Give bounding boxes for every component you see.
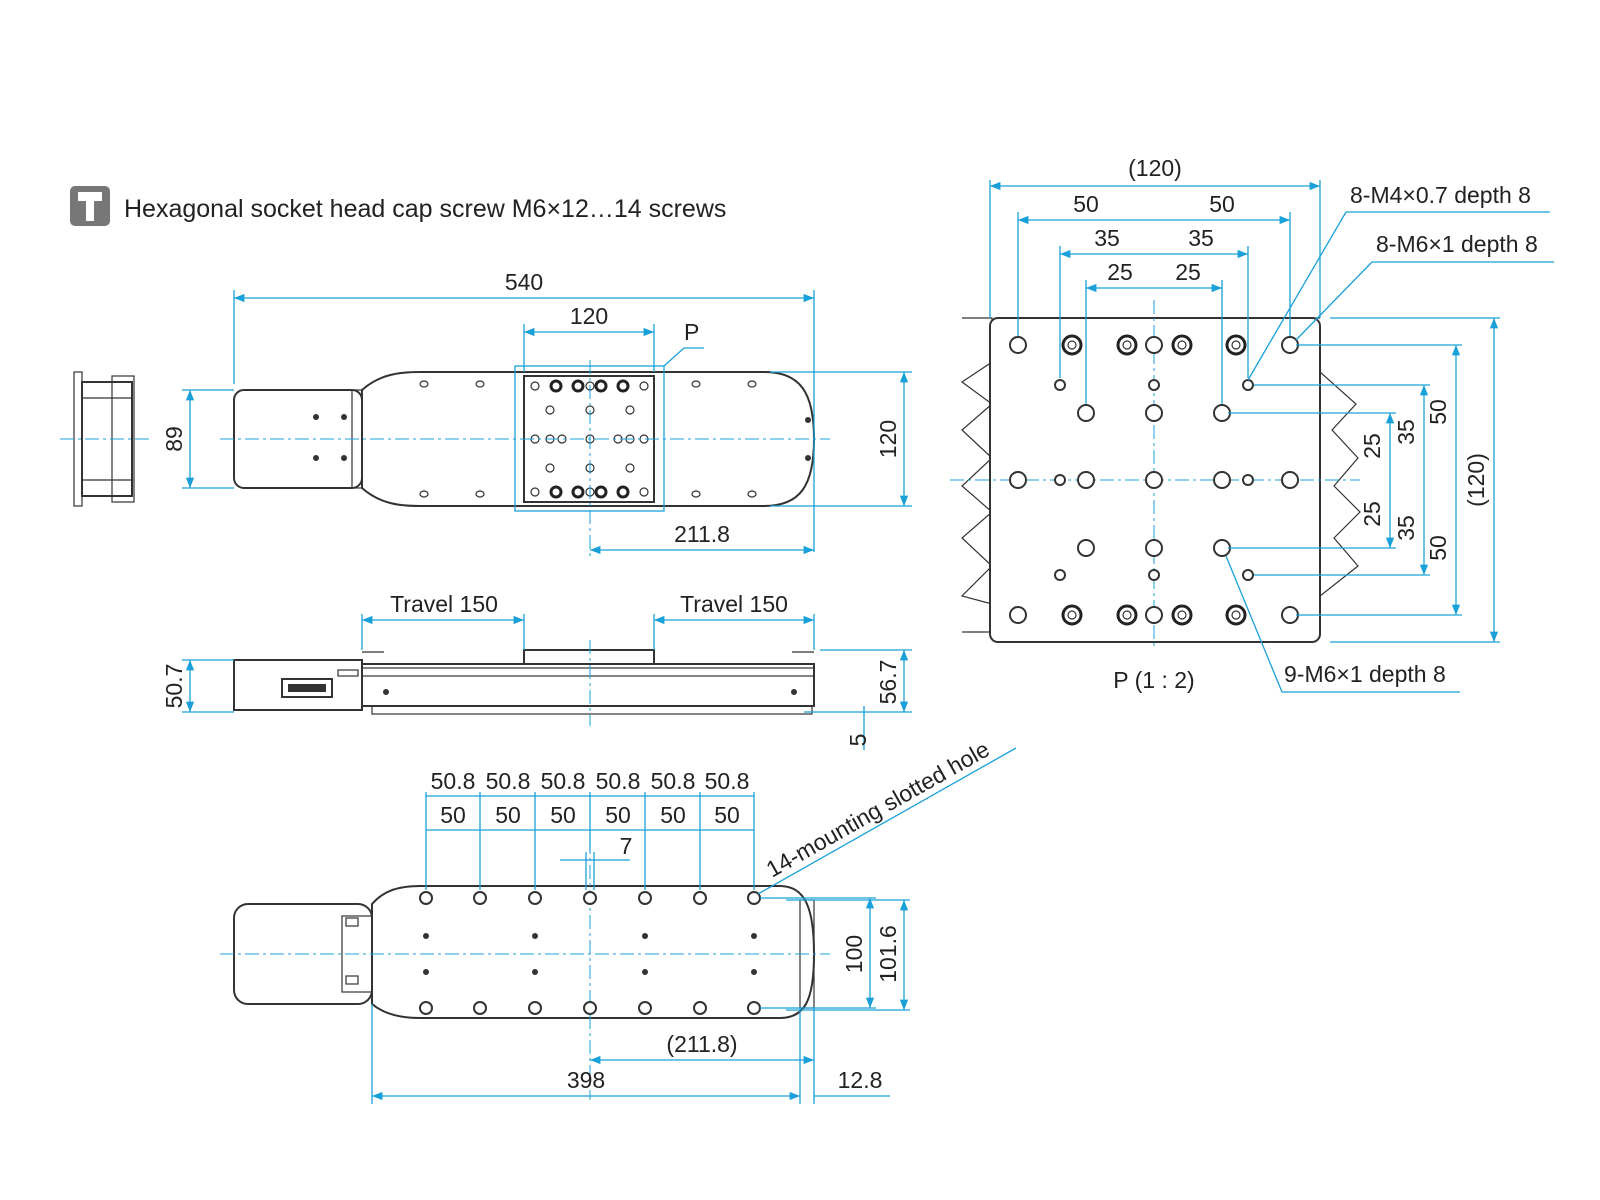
dim-211-8-bottom: (211.8) bbox=[666, 1031, 737, 1057]
pitch-inner-3: 50 bbox=[550, 802, 576, 828]
detail-50-left: 50 bbox=[1073, 191, 1099, 217]
travel-right: Travel 150 bbox=[680, 591, 788, 617]
pitch-outer-6: 50.8 bbox=[705, 768, 750, 794]
table-side bbox=[523, 649, 655, 665]
bottom-view: 50.8 50.8 50.8 50.8 50.8 50.8 50 50 50 5… bbox=[220, 736, 1017, 1104]
dim-120-table: 120 bbox=[570, 303, 608, 329]
callout-m6-bottom: 9-M6×1 depth 8 bbox=[1284, 661, 1446, 687]
dim-120-height: 120 bbox=[875, 420, 901, 458]
detail-v-25-bottom: 25 bbox=[1359, 501, 1385, 527]
pitch-outer-1: 50.8 bbox=[431, 768, 476, 794]
callout-m6-top: 8-M6×1 depth 8 bbox=[1376, 231, 1538, 257]
body-slots bbox=[419, 380, 811, 498]
pitch-inner-4: 50 bbox=[605, 802, 631, 828]
detail-35-left: 35 bbox=[1094, 225, 1120, 251]
pitch-inner-1: 50 bbox=[440, 802, 466, 828]
slotted-hole-label: 14-mounting slotted hole bbox=[762, 736, 994, 883]
detail-scale-label: P (1 : 2) bbox=[1113, 667, 1194, 693]
dim-89: 89 bbox=[161, 426, 187, 452]
pitch-outer-3: 50.8 bbox=[541, 768, 586, 794]
end-view bbox=[60, 371, 150, 507]
pitch-extension-lines bbox=[425, 792, 755, 890]
legend: Hexagonal socket head cap screw M6×12…14… bbox=[70, 186, 726, 226]
dim-50-7: 50.7 bbox=[161, 664, 187, 709]
detail-width: (120) bbox=[1128, 155, 1182, 181]
dim-540: 540 bbox=[505, 269, 543, 295]
dim-7: 7 bbox=[620, 833, 633, 859]
detail-25-left: 25 bbox=[1107, 259, 1133, 285]
pitch-outer-5: 50.8 bbox=[651, 768, 696, 794]
detail-v-25-top: 25 bbox=[1359, 433, 1385, 459]
base-side bbox=[361, 663, 815, 707]
detail-v-35-top: 35 bbox=[1393, 419, 1419, 445]
detail-holes bbox=[1009, 334, 1299, 626]
travel-left: Travel 150 bbox=[390, 591, 498, 617]
pitch-outer-2: 50.8 bbox=[486, 768, 531, 794]
socket-head-screw-icon bbox=[70, 186, 110, 226]
dim-100: 100 bbox=[841, 935, 867, 973]
side-view: Travel 150 Travel 150 50.7 56.7 5 bbox=[161, 591, 912, 750]
dim-56-7: 56.7 bbox=[875, 660, 901, 705]
detail-view: (120) 50 50 35 35 25 25 8-M4×0.7 depth 8… bbox=[950, 155, 1554, 693]
detail-v-50-top: 50 bbox=[1425, 399, 1451, 425]
detail-50-right: 50 bbox=[1209, 191, 1235, 217]
pitch-inner-6: 50 bbox=[714, 802, 740, 828]
slotted-holes bbox=[419, 891, 761, 1015]
detail-25-right: 25 bbox=[1175, 259, 1201, 285]
dim-101-6: 101.6 bbox=[875, 925, 901, 983]
detail-p-label: P bbox=[684, 319, 699, 345]
table-holes bbox=[530, 379, 649, 499]
detail-v-35-bottom: 35 bbox=[1393, 515, 1419, 541]
dim-211-8: 211.8 bbox=[674, 521, 730, 547]
base-bottom bbox=[371, 885, 816, 1019]
dim-12-8: 12.8 bbox=[838, 1067, 883, 1093]
pitch-inner-5: 50 bbox=[660, 802, 686, 828]
pitch-outer-4: 50.8 bbox=[596, 768, 641, 794]
detail-v-50-bottom: 50 bbox=[1425, 535, 1451, 561]
pitch-inner-2: 50 bbox=[495, 802, 521, 828]
dim-5: 5 bbox=[845, 734, 871, 747]
legend-text: Hexagonal socket head cap screw M6×12…14… bbox=[124, 195, 726, 223]
top-view: 540 120 P 89 120 211.8 bbox=[161, 269, 912, 560]
detail-35-right: 35 bbox=[1188, 225, 1214, 251]
callout-m4: 8-M4×0.7 depth 8 bbox=[1350, 182, 1531, 208]
detail-v-total: (120) bbox=[1463, 453, 1489, 507]
dim-398: 398 bbox=[567, 1067, 605, 1093]
